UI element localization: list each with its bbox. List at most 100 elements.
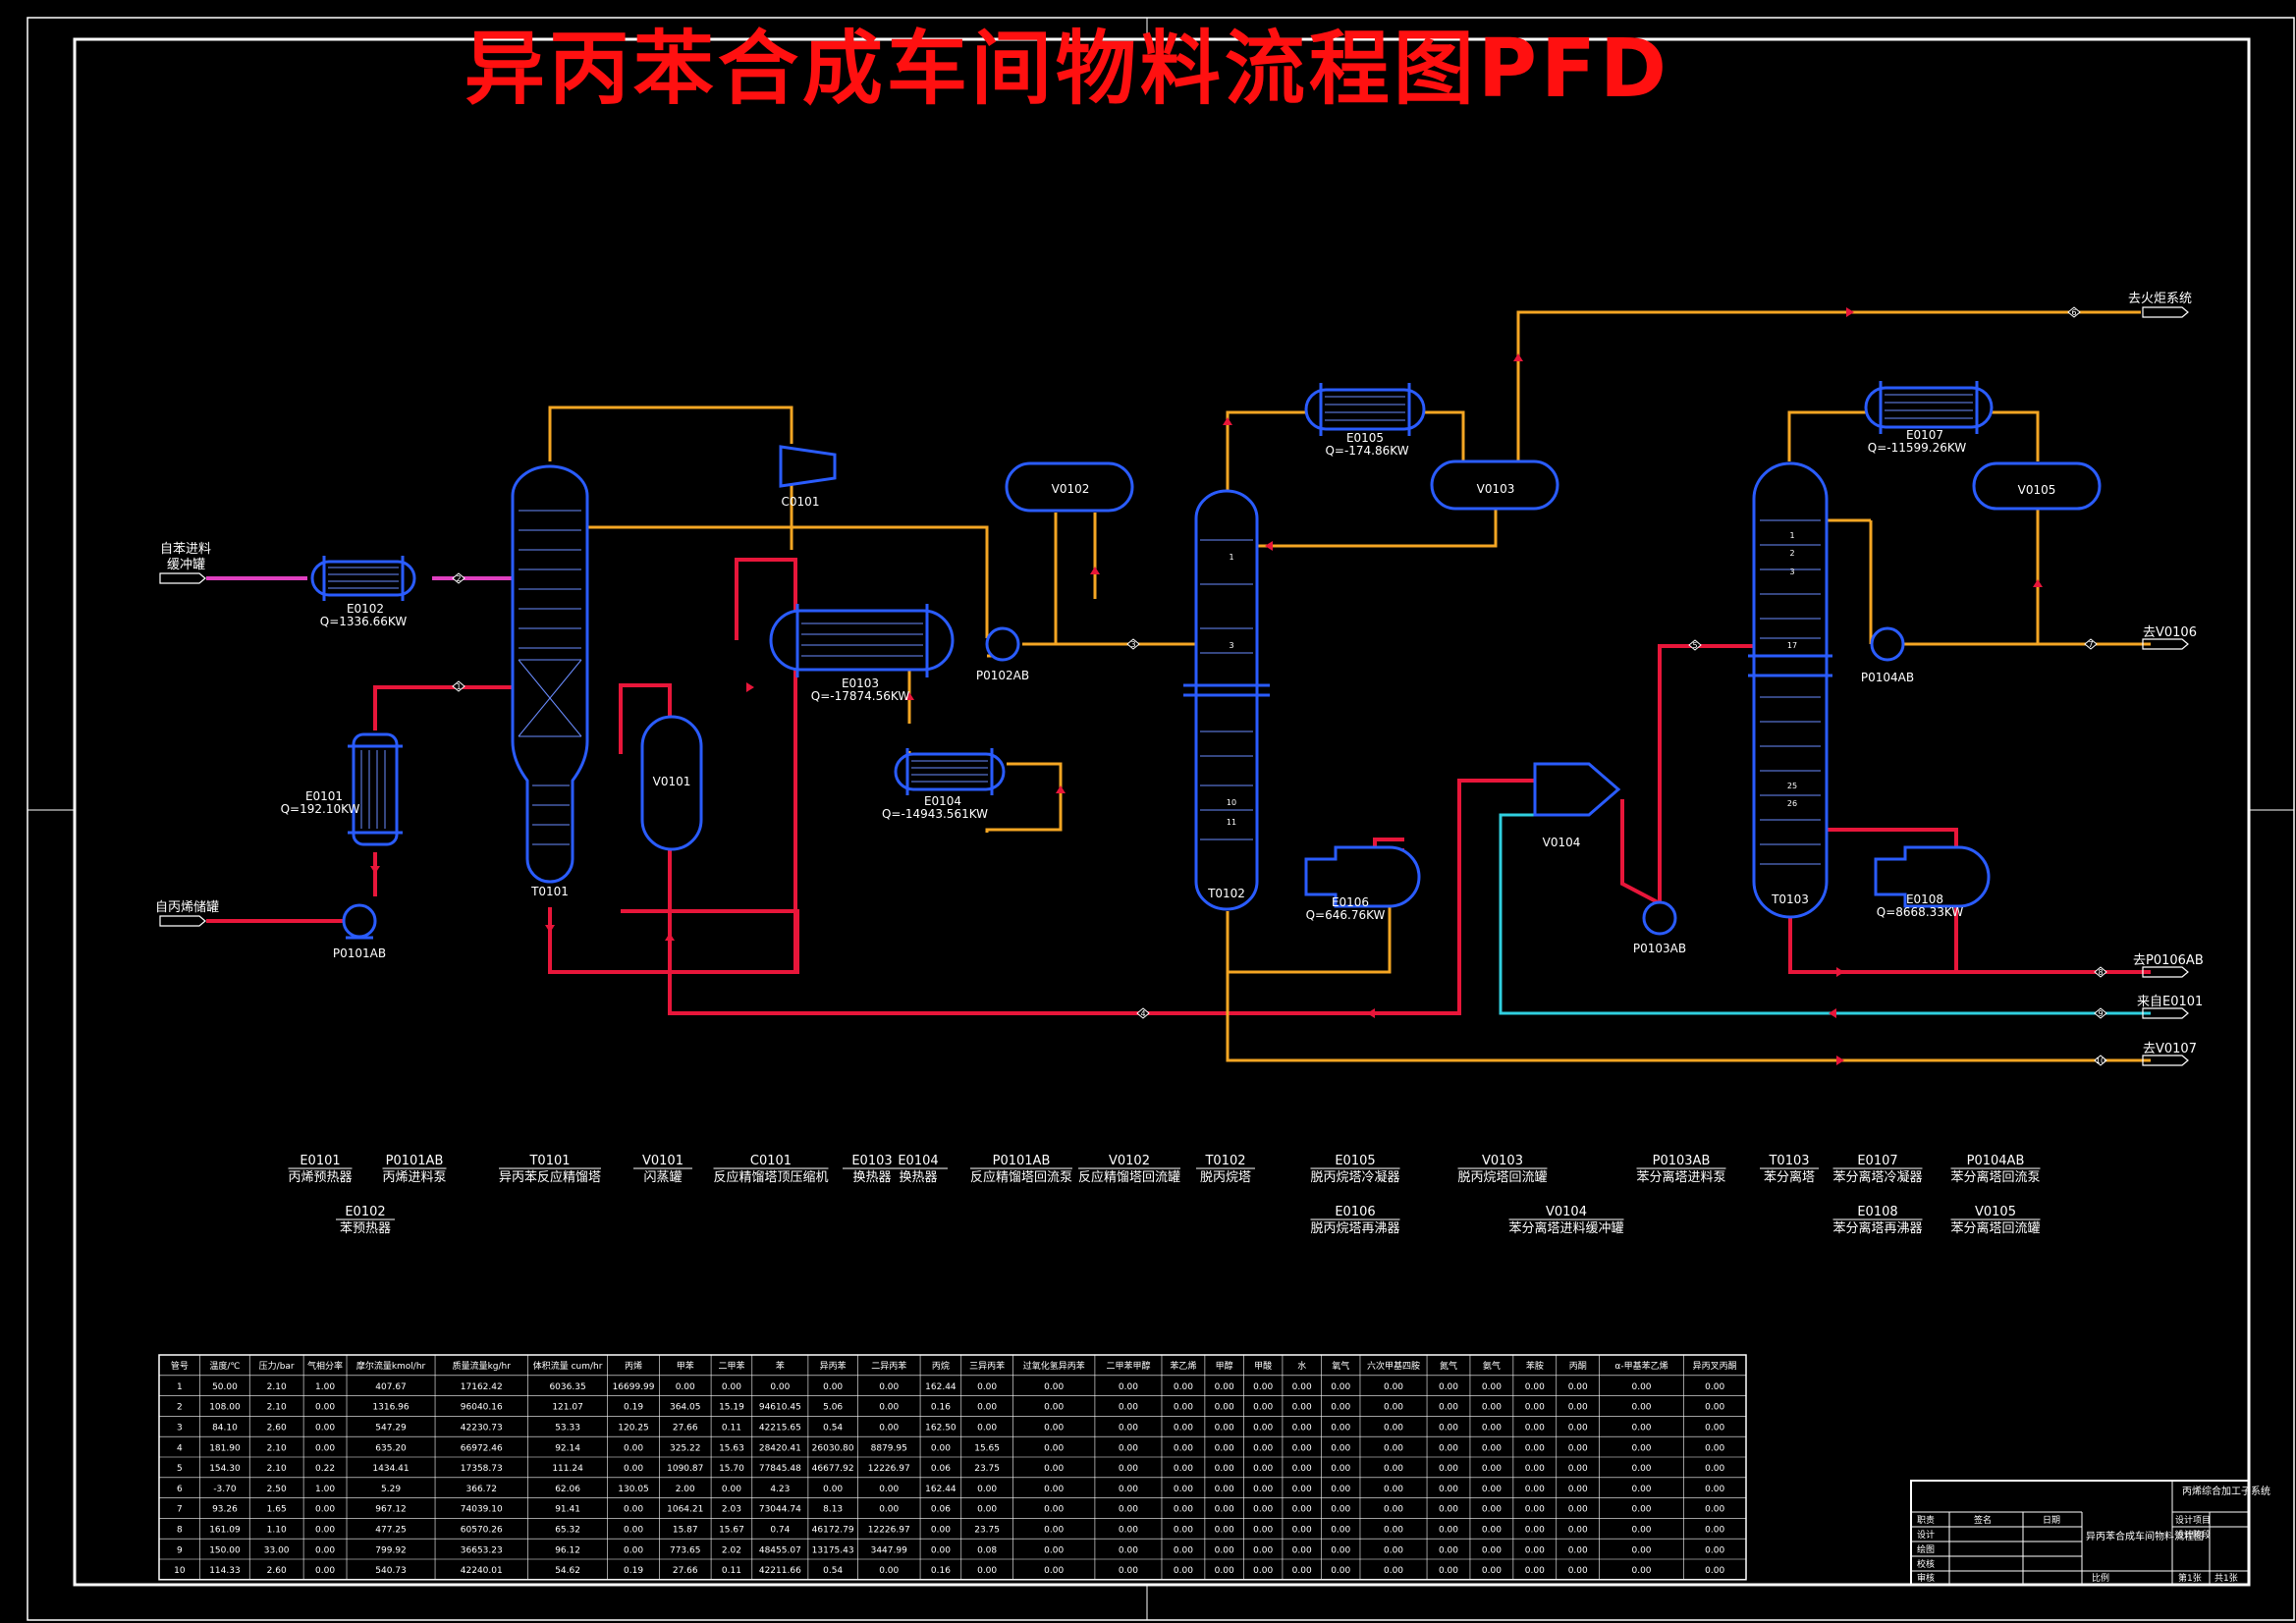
stream-tag-3: 3 [1126, 638, 1140, 650]
table-cell: 0.00 [1292, 1566, 1312, 1576]
e0105-exchanger [1304, 383, 1426, 436]
table-cell: 161.09 [209, 1526, 241, 1536]
legend-name: 脱丙烷塔冷凝器 [1310, 1169, 1399, 1185]
table-cell: 0.00 [1119, 1526, 1138, 1536]
legend-name: 闪蒸罐 [643, 1170, 682, 1185]
legend-tag: E0107 [1857, 1154, 1897, 1168]
table-cell: 3447.99 [871, 1545, 907, 1555]
table-cell: 0.00 [1253, 1485, 1273, 1494]
table-cell: 27.66 [673, 1424, 698, 1434]
title-block-role: 绘图 [1917, 1543, 1935, 1555]
t0101-tag: T0101 [530, 885, 569, 898]
table-cell: 0.00 [1215, 1526, 1234, 1536]
legend-name: 换热器 [899, 1170, 937, 1185]
table-cell: 0.11 [722, 1424, 741, 1434]
table-cell: 0.00 [1044, 1526, 1064, 1536]
table-cell: 0.00 [1384, 1505, 1403, 1515]
table-cell: 0.06 [931, 1505, 951, 1515]
table-header-cell: 水 [1297, 1360, 1306, 1372]
table-cell: 108.00 [209, 1403, 241, 1413]
table-cell: 0.00 [1482, 1505, 1502, 1515]
table-cell: 0.00 [1439, 1382, 1458, 1392]
t0103-tray: 25 [1787, 782, 1797, 790]
table-cell: 0.00 [1253, 1424, 1273, 1434]
table-cell: 0.19 [624, 1566, 643, 1576]
table-cell: -3.70 [213, 1485, 237, 1494]
table-cell: 0.00 [1292, 1545, 1312, 1555]
table-cell: 0.00 [624, 1545, 643, 1555]
table-cell: 3 [177, 1424, 183, 1434]
table-cell: 0.00 [1331, 1505, 1350, 1515]
table-header-cell: 六次甲基四胺 [1367, 1360, 1420, 1372]
table-cell: 1.00 [315, 1382, 335, 1392]
e0104-duty: Q=-14943.561KW [882, 807, 988, 821]
p0103ab-pump [1642, 900, 1677, 936]
legend-tag: T0101 [528, 1154, 570, 1168]
table-cell: 0.00 [315, 1424, 335, 1434]
table-cell: 0.00 [1525, 1566, 1545, 1576]
legend-name: 异丙苯反应精馏塔 [499, 1169, 601, 1185]
table-frame [158, 1354, 1747, 1581]
table-cell: 0.00 [1292, 1505, 1312, 1515]
e0106-tag: E0106 [1332, 895, 1369, 909]
table-cell: 0.00 [315, 1505, 335, 1515]
table-cell: 0.00 [977, 1382, 997, 1392]
title-block-total: 共1张 [2214, 1573, 2238, 1584]
table-cell: 0.00 [1119, 1424, 1138, 1434]
table-header-cell: 氨气 [1483, 1360, 1501, 1372]
table-cell: 0.00 [1631, 1464, 1651, 1474]
table-cell: 0.00 [1482, 1526, 1502, 1536]
table-cell: 0.00 [1215, 1485, 1234, 1494]
table-cell: 114.33 [209, 1566, 241, 1576]
table-cell: 635.20 [375, 1443, 407, 1453]
table-cell: 0.00 [315, 1566, 335, 1576]
legend-name: 苯分离塔再沸器 [1832, 1220, 1922, 1236]
table-cell: 6036.35 [549, 1382, 585, 1392]
table-cell: 0.00 [1119, 1403, 1138, 1413]
table-cell: 0.00 [1631, 1382, 1651, 1392]
title-block-date: 日期 [2043, 1515, 2060, 1526]
table-cell: 77845.48 [759, 1464, 801, 1474]
e0103-tag: E0103 [842, 676, 879, 690]
table-cell: 0.00 [1292, 1464, 1312, 1474]
table-cell: 773.65 [670, 1545, 701, 1555]
table-cell: 0.00 [1631, 1505, 1651, 1515]
title-block-role: 审核 [1917, 1572, 1935, 1584]
table-cell: 42211.66 [759, 1566, 801, 1576]
table-cell: 0.00 [1525, 1526, 1545, 1536]
stream-tag-7: 7 [2084, 638, 2098, 650]
table-cell: 0.00 [1525, 1382, 1545, 1392]
p0102ab-tag: P0102AB [976, 669, 1029, 682]
table-cell: 0.00 [315, 1526, 335, 1536]
table-header-cell: 温度/℃ [209, 1360, 240, 1372]
table-cell: 407.67 [375, 1382, 407, 1392]
table-header-cell: 二甲苯甲醇 [1106, 1360, 1150, 1372]
legend-tag: E0102 [345, 1205, 385, 1219]
table-cell: 0.00 [1253, 1566, 1273, 1576]
table-cell: 0.00 [315, 1443, 335, 1453]
table-cell: 0.00 [1174, 1464, 1193, 1474]
table-cell: 15.19 [719, 1403, 744, 1413]
table-cell: 0.11 [722, 1566, 741, 1576]
stream-tag-1: 1 [452, 680, 465, 692]
table-cell: 4 [177, 1443, 183, 1453]
table-cell: 28420.41 [759, 1443, 801, 1453]
c0101-compressor [779, 445, 837, 488]
table-cell: 65.32 [555, 1526, 580, 1536]
table-cell: 121.07 [552, 1403, 583, 1413]
table-cell: 10 [174, 1566, 186, 1576]
t0103-tag: T0103 [1771, 893, 1809, 906]
v0103-drum [1430, 460, 1559, 511]
table-header-cell: 体积流量 cum/hr [533, 1360, 603, 1372]
table-cell: 92.14 [555, 1443, 580, 1453]
title-block-sheet: 第1张 [2178, 1572, 2202, 1584]
table-cell: 0.00 [1292, 1424, 1312, 1434]
table-header-cell: 摩尔流量kmol/hr [356, 1360, 426, 1372]
table-cell: 0.00 [1384, 1545, 1403, 1555]
table-cell: 0.00 [977, 1424, 997, 1434]
legend-name: 苯分离塔 [1764, 1169, 1815, 1185]
table-cell: 42215.65 [759, 1424, 801, 1434]
table-header-cell: 压力/bar [259, 1360, 295, 1372]
table-cell: 0.00 [624, 1505, 643, 1515]
table-cell: 0.00 [1215, 1424, 1234, 1434]
